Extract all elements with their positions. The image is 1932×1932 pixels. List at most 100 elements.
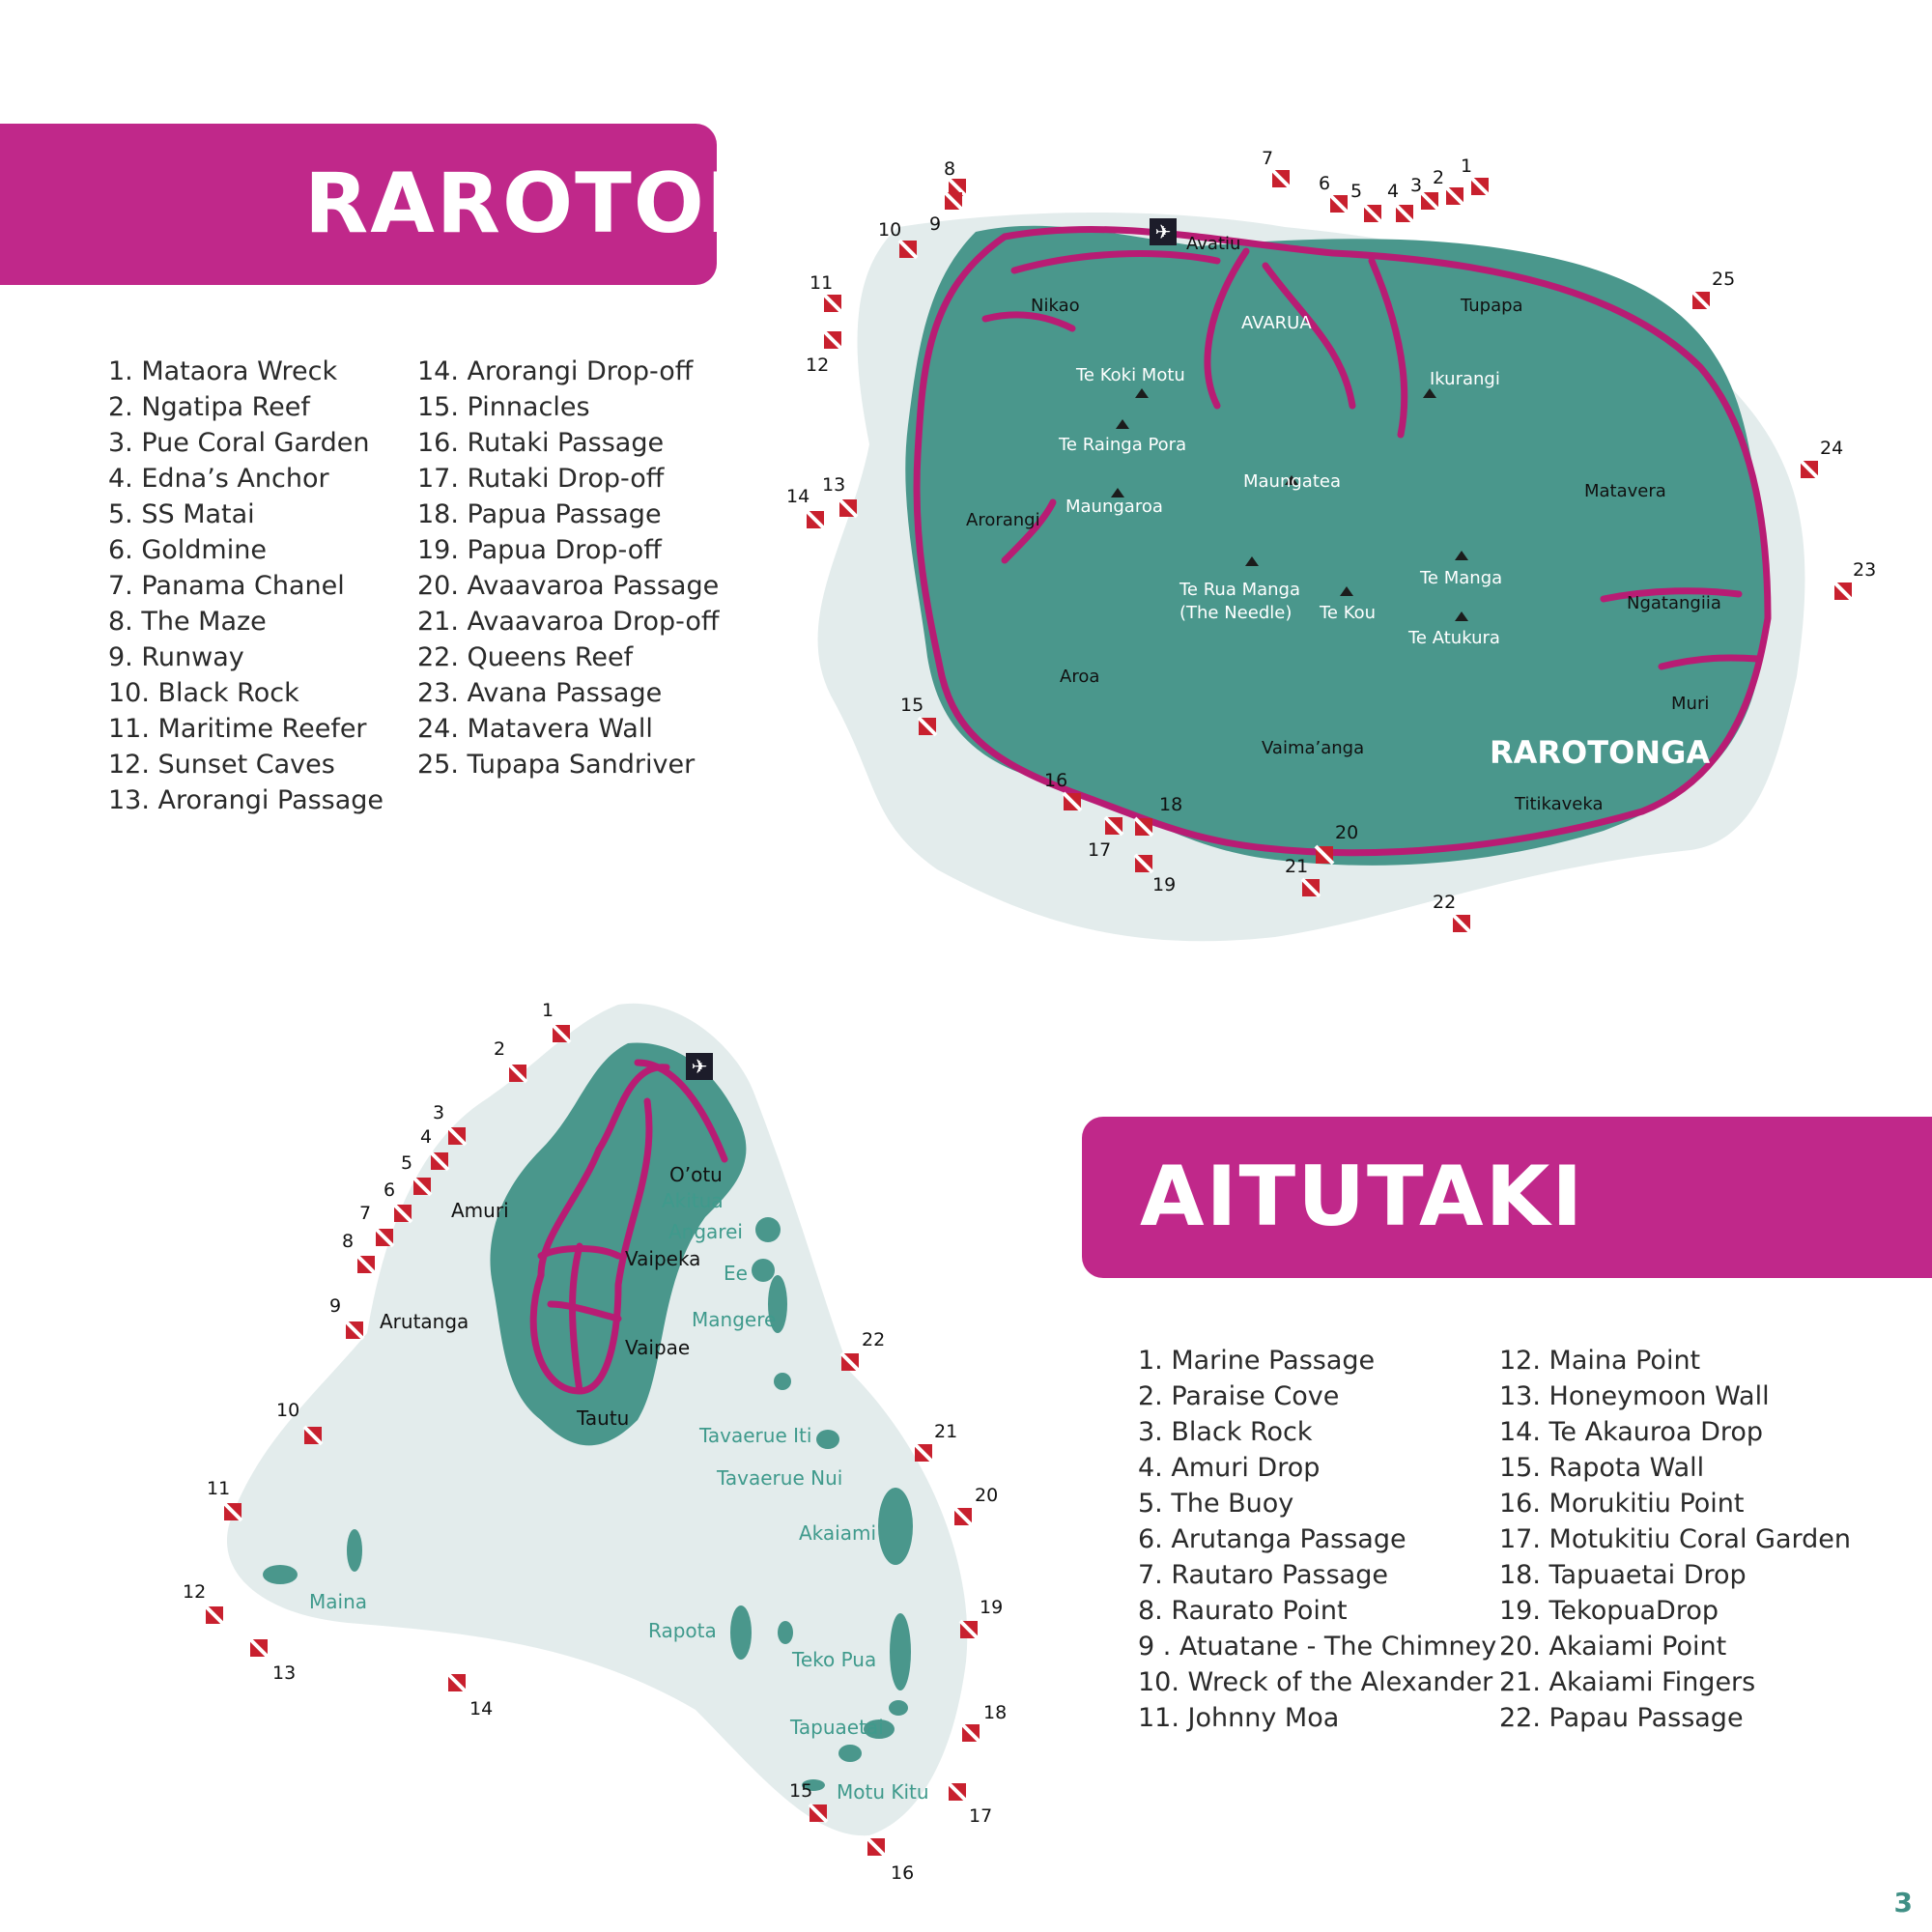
rarotonga-site-item: 9. Runway <box>108 642 244 672</box>
dive-flag-icon <box>1833 581 1854 602</box>
dive-flag-icon <box>952 1506 974 1527</box>
aitutaki-site-number: 6 <box>384 1179 395 1201</box>
rarotonga-site-item: 19. Papua Drop-off <box>417 535 662 565</box>
dive-flag-icon <box>429 1151 450 1172</box>
rarotonga-site-number: 25 <box>1712 269 1735 290</box>
rarotonga-place-label: AVARUA <box>1241 313 1312 333</box>
aitutaki-site-number: 4 <box>420 1126 432 1148</box>
rarotonga-place-label: Matavera <box>1584 481 1666 501</box>
rarotonga-peaks <box>1111 388 1468 621</box>
rarotonga-site-item: 6. Goldmine <box>108 535 267 565</box>
rarotonga-site-number: 20 <box>1335 822 1358 843</box>
aitutaki-airport-icon: ✈ <box>686 1053 713 1080</box>
aitutaki-main-island <box>490 1042 747 1446</box>
svg-text:✈: ✈ <box>1155 220 1172 243</box>
rarotonga-site-item: 22. Queens Reef <box>417 642 634 672</box>
aitutaki-place-label: Arutanga <box>380 1310 469 1333</box>
aitutaki-place-label: Akaiami <box>799 1521 876 1545</box>
dive-flag-icon <box>838 497 859 519</box>
rarotonga-place-label: Tupapa <box>1460 296 1523 316</box>
dive-flag-icon <box>1062 791 1083 812</box>
dive-flag-icon <box>1444 185 1465 207</box>
rarotonga-site-number: 4 <box>1387 181 1399 202</box>
rarotonga-site-item: 24. Matavera Wall <box>417 714 653 744</box>
rarotonga-site-number: 8 <box>944 158 955 180</box>
aitutaki-roads <box>529 1059 728 1395</box>
aitutaki-site-item: 22. Papau Passage <box>1499 1703 1744 1733</box>
dive-flag-icon <box>913 1442 934 1463</box>
aitutaki-site-number: 13 <box>272 1662 296 1684</box>
dive-flag-icon <box>446 1672 468 1693</box>
dive-flag-icon <box>947 1781 968 1803</box>
aitutaki-site-number: 20 <box>975 1485 998 1506</box>
aitutaki-title: AITUTAKI <box>1140 1149 1585 1245</box>
aitutaki-site-item: 7. Rautaro Passage <box>1138 1560 1388 1590</box>
rarotonga-site-number: 16 <box>1044 770 1067 791</box>
aitutaki-site-number: 14 <box>469 1698 493 1719</box>
rarotonga-site-item: 8. The Maze <box>108 607 267 637</box>
aitutaki-site-number: 15 <box>789 1780 812 1802</box>
rarotonga-place-label: Te Manga <box>1419 568 1502 588</box>
rarotonga-banner: RAROTONGA <box>0 124 912 285</box>
aitutaki-site-item: 10. Wreck of the Alexander <box>1138 1667 1493 1697</box>
aitutaki-site-item: 11. Johnny Moa <box>1138 1703 1340 1733</box>
aitutaki-place-label: Rapota <box>648 1619 717 1642</box>
dive-flag-icon <box>374 1227 395 1248</box>
dive-flag-icon <box>822 329 843 351</box>
aitutaki-site-item: 6. Arutanga Passage <box>1138 1524 1406 1554</box>
aitutaki-site-item: 18. Tapuaetai Drop <box>1499 1560 1747 1590</box>
dive-flag-icon <box>1314 844 1335 866</box>
rarotonga-site-number: 7 <box>1262 148 1273 169</box>
aitutaki-dive-sites-list-b: 12. Maina Point 13. Honeymoon Wall 14. Te … <box>1499 1343 1851 1736</box>
aitutaki-site-number: 3 <box>433 1102 444 1123</box>
aitutaki-site-item: 14. Te Akauroa Drop <box>1499 1417 1764 1447</box>
aitutaki-place-label: Vaipeka <box>625 1247 700 1270</box>
rarotonga-site-item: 21. Avaavaroa Drop-off <box>417 607 720 637</box>
aitutaki-site-number: 5 <box>401 1152 412 1174</box>
rarotonga-place-label: Maungatea <box>1243 471 1341 492</box>
rarotonga-map-label: RAROTONGA <box>1490 734 1710 771</box>
rarotonga-site-item: 1. Mataora Wreck <box>108 356 338 386</box>
aitutaki-site-number: 1 <box>542 1000 554 1021</box>
rarotonga-site-item: 14. Arorangi Drop-off <box>417 356 694 386</box>
rarotonga-site-number: 2 <box>1433 167 1444 188</box>
aitutaki-place-label: Teko Pua <box>791 1648 876 1671</box>
rarotonga-site-number: 24 <box>1820 438 1843 459</box>
rarotonga-title: RAROTONGA <box>304 156 915 252</box>
page-number: 3 <box>1893 1887 1913 1918</box>
dive-flag-icon <box>947 177 968 198</box>
rarotonga-site-number: 21 <box>1285 856 1308 877</box>
dive-flag-icon <box>822 293 843 314</box>
rarotonga-site-item: 11. Maritime Reefer <box>108 714 367 744</box>
dive-flag-icon <box>866 1836 887 1858</box>
aitutaki-site-number: 11 <box>207 1478 230 1499</box>
dive-flag-icon <box>412 1176 433 1197</box>
dive-flag-icon <box>943 190 964 212</box>
aitutaki-place-label: Tapuaetai <box>789 1716 884 1739</box>
aitutaki-site-item: 13. Honeymoon Wall <box>1499 1381 1770 1411</box>
dive-flag-icon <box>808 1803 829 1824</box>
aitutaki-site-item: 19. TekopuaDrop <box>1499 1596 1719 1626</box>
aitutaki-place-label: Tavaerue Nui <box>716 1466 842 1490</box>
aitutaki-site-item: 4. Amuri Drop <box>1138 1453 1321 1483</box>
rarotonga-place-label: Vaima’anga <box>1262 738 1364 758</box>
rarotonga-place-label: Nikao <box>1031 296 1080 316</box>
aitutaki-site-number: 22 <box>862 1329 885 1350</box>
aitutaki-site-number: 21 <box>934 1421 957 1442</box>
dive-flag-icon <box>302 1425 324 1446</box>
dive-flag-icon <box>392 1203 413 1224</box>
rarotonga-site-number: 19 <box>1152 874 1176 895</box>
rarotonga-site-item: 12. Sunset Caves <box>108 750 335 780</box>
dive-flag-icon <box>344 1320 365 1341</box>
aitutaki-place-label: O’otu <box>669 1163 723 1186</box>
aitutaki-site-item: 20. Akaiami Point <box>1499 1632 1727 1662</box>
dive-flag-icon <box>507 1063 528 1084</box>
dive-flag-icon <box>1799 459 1820 480</box>
rarotonga-reef <box>817 213 1805 942</box>
aitutaki-site-item: 12. Maina Point <box>1499 1346 1701 1376</box>
aitutaki-site-number: 16 <box>891 1862 914 1884</box>
dive-flag-icon <box>960 1722 981 1744</box>
aitutaki-place-label: Tavaerue Iti <box>698 1424 811 1447</box>
rarotonga-site-item: 17. Rutaki Drop-off <box>417 464 665 494</box>
